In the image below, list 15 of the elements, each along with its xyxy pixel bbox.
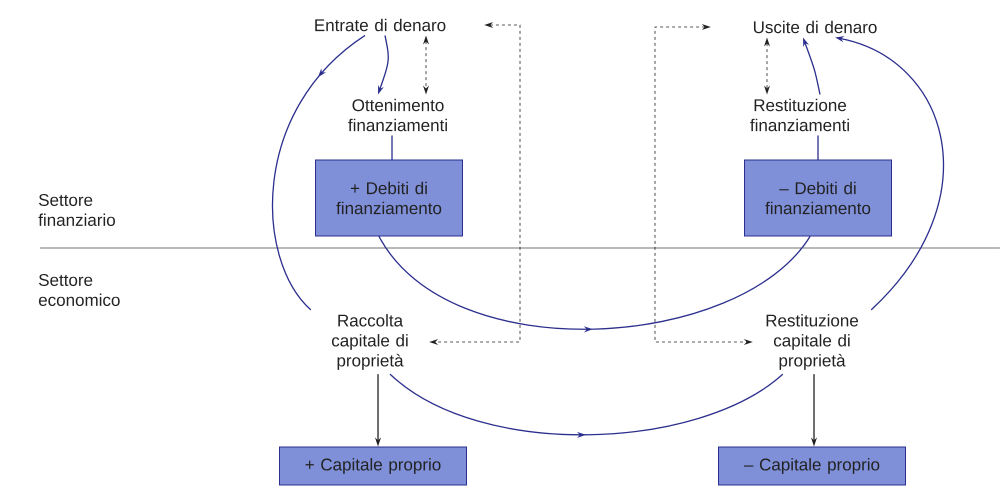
flow-label: Restituzione finanziamenti — [750, 98, 849, 132]
sector-label: Settore finanziario — [38, 194, 115, 226]
account-box: – Debiti di finanziamento — [744, 160, 892, 236]
arrow — [272, 34, 366, 310]
account-box: + Capitale proprio — [279, 446, 467, 486]
account-box: + Debiti di finanziamento — [315, 160, 463, 236]
flow-label: Raccolta capitale di proprietà — [332, 314, 408, 370]
flow-label: Uscite di denaro — [754, 20, 877, 34]
connector-line — [817, 135, 819, 160]
sector-label: Settore economico — [38, 274, 120, 306]
flow-label: Ottenimento finanziamenti — [348, 98, 447, 132]
flow-label: Restituzione capitale di proprietà — [766, 314, 858, 370]
connector-line — [391, 135, 393, 160]
flow-label: Entrate di denaro — [315, 18, 446, 32]
account-box: – Capitale proprio — [718, 446, 906, 486]
